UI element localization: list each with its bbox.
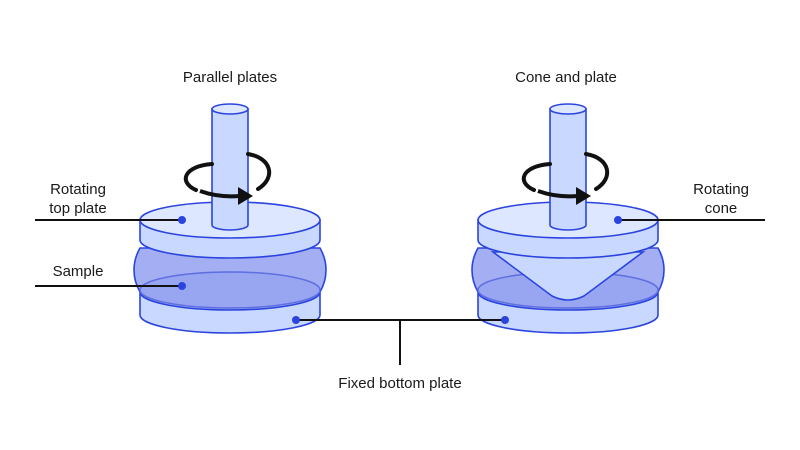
rotation-arrow-icon: [521, 152, 610, 205]
cone-tip: [490, 251, 646, 301]
leader-rotating-top-plate: [35, 216, 186, 224]
title-cone-and-plate: Cone and plate: [515, 69, 617, 86]
parallel-plates-assembly: [133, 103, 327, 334]
left-shaft: [211, 103, 249, 231]
label-rotating-top-plate-line1: Rotating: [50, 181, 106, 198]
left-sample: [133, 247, 327, 311]
title-parallel-plates: Parallel plates: [183, 69, 277, 86]
label-rotating-cone-line2: cone: [705, 200, 738, 217]
leader-rotating-cone: [614, 216, 765, 224]
rotation-arrow-icon: [183, 152, 272, 205]
label-rotating-cone-line1: Rotating: [693, 181, 749, 198]
leader-sample: [35, 282, 186, 290]
right-shaft: [549, 103, 587, 231]
cone-plate-assembly: [471, 103, 665, 334]
label-rotating-top-plate-line2: top plate: [49, 200, 107, 217]
label-sample: Sample: [53, 263, 104, 280]
leader-fixed-bottom-plate: [292, 316, 509, 365]
label-fixed-bottom-plate: Fixed bottom plate: [338, 375, 461, 392]
